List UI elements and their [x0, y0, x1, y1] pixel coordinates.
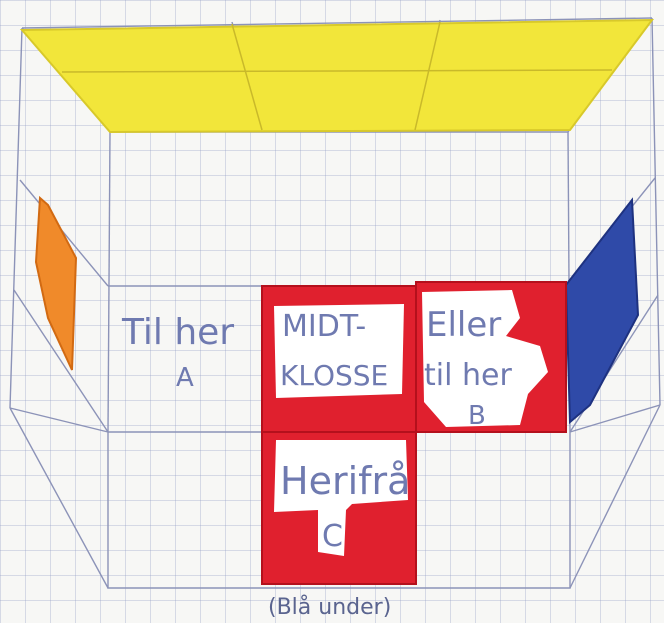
label-eller-line2: til her	[424, 358, 512, 393]
top-face	[22, 20, 652, 132]
label-til-her: Til her	[121, 312, 234, 353]
label-eller-line1: Eller	[426, 305, 501, 345]
right-face-sticker	[566, 200, 638, 422]
left-face-sticker	[36, 198, 76, 370]
label-herifra: Herifrå	[280, 459, 410, 503]
label-herifra-tag: C	[322, 519, 343, 554]
label-midt-line2: KLOSSE	[280, 359, 388, 392]
label-til-her-tag: A	[176, 363, 194, 393]
label-eller-tag: B	[468, 401, 486, 431]
label-midt-line1: MIDT-	[282, 309, 366, 344]
caption-bla-under: (Blå under)	[268, 594, 391, 620]
